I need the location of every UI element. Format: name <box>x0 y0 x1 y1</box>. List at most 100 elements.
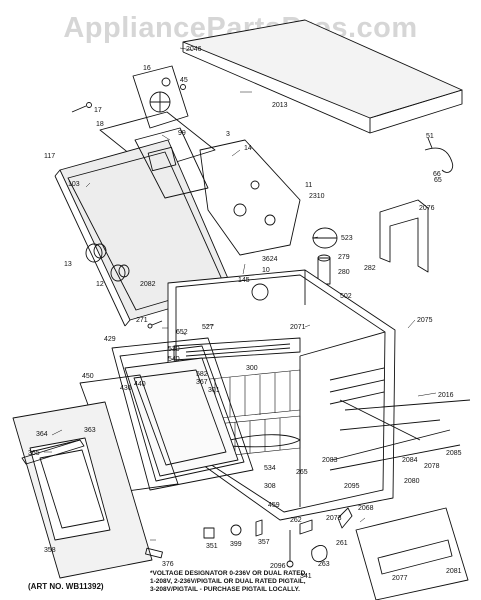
callout: 2046 <box>186 46 202 53</box>
art-number: (ART NO. WB11392) <box>28 582 104 591</box>
callout: 376 <box>162 561 174 568</box>
callout: 364 <box>36 431 48 438</box>
callout: 436 <box>120 385 132 392</box>
callout: 2075 <box>417 317 433 324</box>
callout: 527 <box>202 324 214 331</box>
callout: 357 <box>258 539 270 546</box>
callout: 341 <box>300 573 312 580</box>
callout: 652 <box>176 329 188 336</box>
callout: 103 <box>68 181 80 188</box>
callout: 502 <box>340 293 352 300</box>
callout: 11 <box>305 182 312 189</box>
part-357 <box>255 519 263 537</box>
screw-271 <box>147 320 163 329</box>
callout: 16 <box>143 65 151 72</box>
callout: 3 <box>226 131 230 138</box>
callout: 3624 <box>262 256 278 263</box>
top-cover-panel <box>182 19 463 134</box>
callout: 265 <box>296 469 308 476</box>
callout: 2085 <box>446 450 462 457</box>
callout: 117 <box>44 153 55 160</box>
callout: 2078 <box>424 463 440 470</box>
trim-2077 <box>377 539 453 575</box>
callout: 358 <box>44 547 56 554</box>
callout-leaders <box>44 47 437 541</box>
callout: 363 <box>84 427 96 434</box>
control-knob-12 <box>110 264 130 282</box>
callout: 2068 <box>358 505 374 512</box>
callout: 523 <box>341 235 353 242</box>
rear-panel-2081 <box>355 507 469 600</box>
timer-panel <box>132 65 189 129</box>
wire-rods <box>329 399 471 471</box>
callout: 261 <box>336 540 348 547</box>
callout: 280 <box>338 269 350 276</box>
callout: 582 <box>196 371 208 378</box>
callout: 2084 <box>402 457 418 464</box>
callout: 459 <box>268 502 280 509</box>
thermostat-knob <box>312 227 338 249</box>
screw-17 <box>71 102 92 113</box>
callout: 308 <box>264 483 276 490</box>
callout: 279 <box>338 254 350 261</box>
callout: 271 <box>136 317 148 324</box>
callout: 65 <box>434 177 442 184</box>
callout: 450 <box>82 373 94 380</box>
callout: 10 <box>262 267 270 274</box>
door-handle <box>21 439 85 465</box>
part-263 <box>311 545 328 563</box>
callout: 99 <box>178 130 186 137</box>
callout: 2082 <box>140 281 156 288</box>
voltage-note-line: 1-208V, 2-236V/PIGTAIL OR DUAL RATED PIG… <box>150 578 306 585</box>
callout: 18 <box>96 121 104 128</box>
callout: 2016 <box>438 392 454 399</box>
callout: 66 <box>433 171 441 178</box>
callout: 2077 <box>392 575 408 582</box>
callout: 2076 <box>419 205 435 212</box>
door-outer-panel <box>12 401 153 579</box>
callout: 2013 <box>272 102 288 109</box>
callout: 429 <box>104 336 116 343</box>
callout: 2095 <box>344 483 360 490</box>
door-inner-glass <box>124 357 239 477</box>
callout: 367 <box>196 379 208 386</box>
callout: 301 <box>208 387 220 394</box>
part-262 <box>299 519 313 535</box>
part-2096 <box>286 530 294 568</box>
callout: 2080 <box>404 478 420 485</box>
callout: 440 <box>134 381 146 388</box>
callout: 2310 <box>309 193 325 200</box>
callout: 145 <box>238 277 250 284</box>
voltage-note-line: *VOLTAGE DESIGNATOR 0-236V OR DUAL RATED… <box>150 570 308 577</box>
callout: 263 <box>318 561 330 568</box>
callout: 300 <box>246 365 258 372</box>
callout: 45 <box>180 77 188 84</box>
callout: 530 <box>168 346 180 353</box>
callout: 2096 <box>270 563 286 570</box>
callout: 282 <box>364 265 376 272</box>
callout: 262 <box>290 517 302 524</box>
callout: 365 <box>28 450 40 457</box>
callout: 534 <box>264 465 276 472</box>
callout: 540 <box>168 356 180 363</box>
callout: 2073 <box>326 515 342 522</box>
callout: 13 <box>64 261 72 268</box>
callout: 2071 <box>290 324 306 331</box>
callout: 12 <box>96 281 104 288</box>
light-assembly <box>424 137 454 173</box>
control-knob-13 <box>85 243 107 263</box>
bake-element <box>229 434 301 448</box>
door-hinge <box>145 547 163 559</box>
part-351 <box>203 527 215 539</box>
callout: 51 <box>426 133 434 140</box>
door-frame <box>111 337 254 491</box>
screw-45 <box>180 84 186 90</box>
side-bracket <box>379 199 429 273</box>
callout: 17 <box>94 107 102 114</box>
callout: 399 <box>230 541 242 548</box>
callout-labels: 2046 45 16 2013 17 18 99 3 14 51 66 117 … <box>28 46 462 582</box>
callout: 14 <box>244 145 252 152</box>
part-399 <box>230 524 242 536</box>
callout: 351 <box>206 543 218 550</box>
